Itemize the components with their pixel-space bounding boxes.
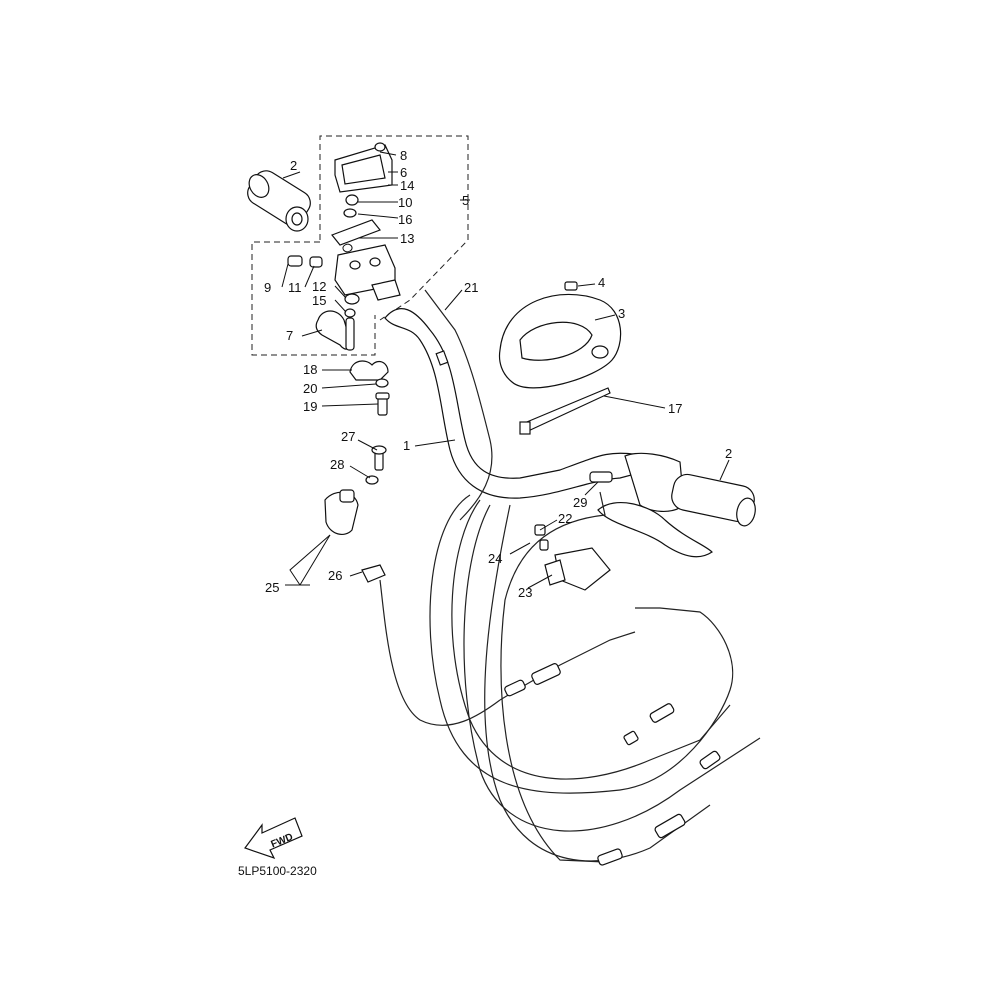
callout-16: 16 [398,212,412,227]
callout-1: 1 [403,438,410,453]
group-box-7 [251,241,376,356]
left-grip [247,170,311,232]
callout-10: 10 [398,195,412,210]
leader-lines [281,151,730,589]
callout-11: 11 [288,280,302,295]
callout-2b: 2 [725,446,732,461]
callout-28: 28 [330,457,344,472]
group-box-5 [319,135,469,321]
callout-25: 25 [265,580,279,595]
callout-22: 22 [558,511,572,526]
callout-23: 23 [518,585,532,600]
callout-12: 12 [312,279,326,294]
callout-3: 3 [618,306,625,321]
callout-5: 5 [462,193,469,208]
callout-labels: 1 2 2 3 4 5 6 7 8 9 10 11 12 13 14 15 16… [264,148,732,600]
handlebar-pad [498,281,622,389]
callout-27: 27 [341,429,355,444]
handlebar-clamp [349,360,390,416]
right-lever-assembly [589,452,756,558]
callout-6: 6 [400,165,407,180]
callout-8: 8 [400,148,407,163]
callout-7: 7 [286,328,293,343]
cable-tie [519,387,611,435]
callout-2: 2 [290,158,297,173]
throttle-housing [331,142,401,301]
fasteners-left [287,255,360,351]
callout-14: 14 [400,178,414,193]
callout-21: 21 [464,280,478,295]
callout-29: 29 [573,495,587,510]
callout-24: 24 [488,551,502,566]
callout-17: 17 [668,401,682,416]
throttle-cables [379,289,761,866]
left-switch-assembly [324,445,387,583]
callout-26: 26 [328,568,342,583]
callout-15: 15 [312,293,326,308]
callout-18: 18 [303,362,317,377]
diagram-code: 5LP5100-2320 [238,864,317,878]
callout-13: 13 [400,231,414,246]
switch-assembly [534,524,611,591]
callout-20: 20 [303,381,317,396]
callout-19: 19 [303,399,317,414]
callout-9: 9 [264,280,271,295]
fwd-arrow-icon: FWD [244,817,303,860]
callout-4: 4 [598,275,605,290]
